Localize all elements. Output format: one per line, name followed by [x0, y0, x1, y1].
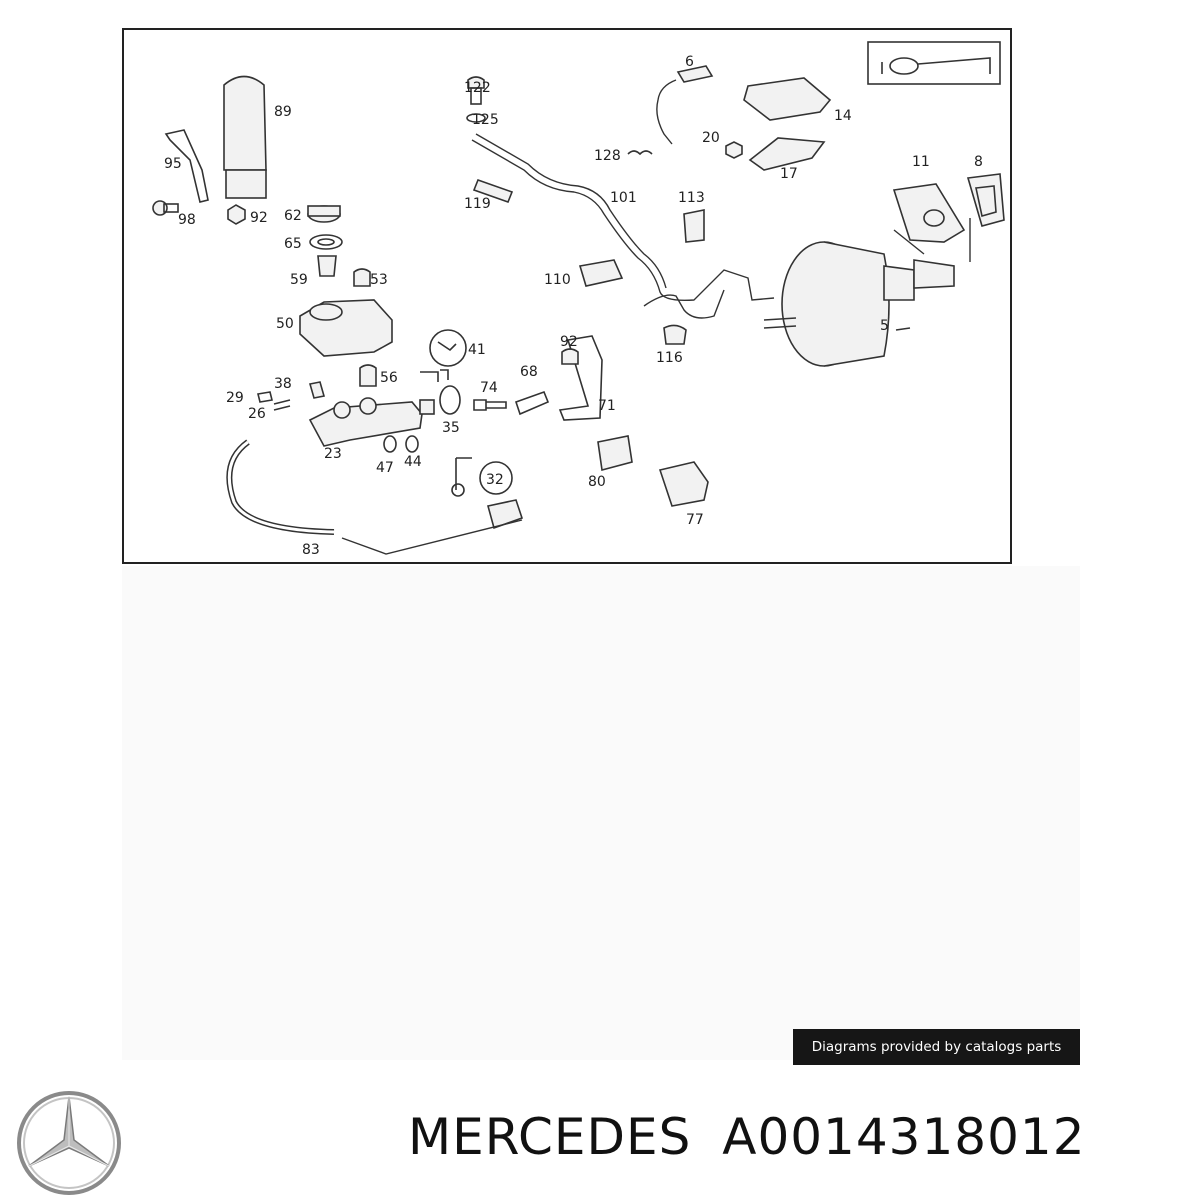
label-71: 71 — [598, 398, 616, 414]
label-125: 125 — [472, 112, 499, 128]
label-11: 11 — [912, 154, 930, 170]
label-95: 95 — [164, 156, 182, 172]
label-59: 59 — [290, 272, 308, 288]
part-labels: 122 125 6 14 20 17 128 101 113 11 8 89 9… — [164, 54, 983, 558]
part-77-shape — [658, 461, 709, 507]
label-68: 68 — [520, 364, 538, 380]
label-14: 14 — [834, 108, 852, 124]
part-71-shape — [558, 335, 603, 421]
label-50: 50 — [276, 316, 294, 332]
label-92: 92 — [250, 210, 268, 226]
label-53: 53 — [370, 272, 388, 288]
part-95-shape — [164, 129, 209, 203]
label-8: 8 — [974, 154, 983, 170]
label-6: 6 — [685, 54, 694, 70]
brand-name: MERCEDES — [408, 1108, 692, 1166]
label-119: 119 — [464, 196, 491, 212]
label-116: 116 — [656, 350, 683, 366]
label-110: 110 — [544, 272, 571, 288]
label-77: 77 — [686, 512, 704, 528]
diagram-background-area — [122, 566, 1080, 1060]
brake-line-101 — [471, 139, 775, 302]
product-title: MERCEDES A0014318012 — [408, 1108, 1086, 1166]
label-38: 38 — [274, 376, 292, 392]
label-20: 20 — [702, 130, 720, 146]
label-44: 44 — [404, 454, 422, 470]
label-26: 26 — [248, 406, 266, 422]
label-23: 23 — [324, 446, 342, 462]
label-32: 32 — [486, 472, 504, 488]
label-83: 83 — [302, 542, 320, 558]
label-41: 41 — [468, 342, 486, 358]
label-101: 101 — [610, 190, 637, 206]
label-5: 5 — [880, 318, 889, 334]
label-122: 122 — [464, 80, 491, 96]
label-98: 98 — [178, 212, 196, 228]
inset-symbol-box — [867, 41, 1001, 85]
exploded-view-drawing: 122 125 6 14 20 17 128 101 113 11 8 89 9… — [152, 41, 1005, 558]
mercedes-star-icon — [17, 1091, 121, 1195]
label-128: 128 — [594, 148, 621, 164]
label-92b: 92 — [560, 334, 578, 350]
label-65: 65 — [284, 236, 302, 252]
label-35: 35 — [442, 420, 460, 436]
label-17: 17 — [780, 166, 798, 182]
diagram-credit-badge: Diagrams provided by catalogs parts — [793, 1029, 1080, 1065]
label-89: 89 — [274, 104, 292, 120]
part-number: A0014318012 — [722, 1108, 1086, 1166]
label-62: 62 — [284, 208, 302, 224]
part-89-shape — [223, 75, 267, 171]
inset-symbol-icon — [881, 57, 991, 75]
label-56: 56 — [380, 370, 398, 386]
label-74: 74 — [480, 380, 498, 396]
label-29: 29 — [226, 390, 244, 406]
label-113: 113 — [678, 190, 705, 206]
part-14-shape — [743, 77, 832, 121]
label-80: 80 — [588, 474, 606, 490]
label-47: 47 — [376, 460, 394, 476]
parts-diagram: 122 125 6 14 20 17 128 101 113 11 8 89 9… — [122, 28, 1012, 564]
